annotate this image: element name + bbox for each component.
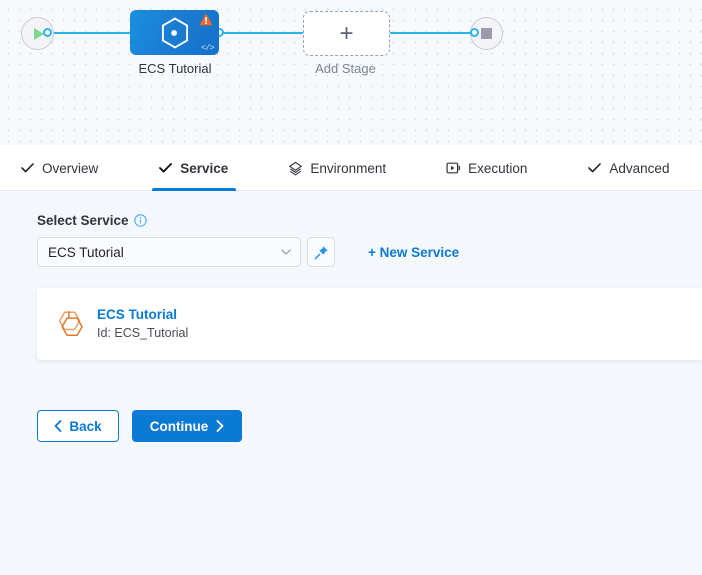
service-hexagon-icon: [161, 17, 188, 48]
pipeline-edge-stage-to-addstage: [219, 32, 303, 34]
stop-icon: [481, 28, 492, 39]
chevron-left-icon: [54, 420, 62, 432]
step-tabs-bar: Overview Service Environment Execution: [0, 146, 702, 191]
play-icon: [34, 27, 44, 40]
service-select-row: ECS Tutorial + New Service: [0, 237, 702, 267]
start-node-output-port[interactable]: [43, 28, 52, 37]
back-button-label: Back: [69, 418, 102, 434]
back-button[interactable]: Back: [37, 410, 119, 442]
stage-node-ecs-tutorial[interactable]: </>: [130, 10, 219, 55]
add-stage-button[interactable]: +: [303, 11, 390, 56]
service-card-text: ECS Tutorial Id: ECS_Tutorial: [97, 306, 188, 341]
stage-node-label: ECS Tutorial: [138, 61, 212, 76]
service-select-value: ECS Tutorial: [48, 244, 124, 260]
tab-execution[interactable]: Execution: [440, 146, 543, 191]
pipeline-edge-start-to-stage: [47, 32, 135, 34]
select-service-label: Select Service: [37, 213, 129, 228]
play-box-icon: [446, 161, 461, 176]
service-card-id: Id: ECS_Tutorial: [97, 325, 189, 340]
pin-button[interactable]: [307, 237, 335, 267]
new-service-link[interactable]: + New Service: [368, 244, 460, 260]
tab-execution-label: Execution: [468, 160, 528, 176]
tab-environment[interactable]: Environment: [282, 146, 402, 191]
check-icon: [587, 161, 602, 176]
pin-icon: [314, 245, 328, 259]
info-icon[interactable]: [133, 214, 147, 227]
service-card-name[interactable]: ECS Tutorial: [97, 307, 178, 323]
layers-icon: [288, 161, 303, 176]
tab-service[interactable]: Service: [152, 146, 244, 191]
chevron-down-icon: [281, 249, 291, 255]
service-step-panel: Select Service ECS Tutorial + New Servic…: [0, 191, 702, 575]
pipeline-edge-addstage-to-end: [388, 32, 474, 34]
warning-triangle-icon[interactable]: [199, 13, 213, 26]
end-node-input-port[interactable]: [470, 28, 479, 37]
tab-advanced[interactable]: Advanced: [581, 146, 685, 191]
continue-button[interactable]: Continue: [132, 410, 242, 442]
add-stage-label: Add Stage: [315, 61, 376, 76]
chevron-right-icon: [216, 420, 224, 432]
code-brackets-icon[interactable]: </>: [201, 44, 214, 53]
tab-overview-label: Overview: [42, 160, 99, 176]
footer-button-row: Back Continue: [37, 410, 242, 442]
continue-button-label: Continue: [149, 418, 209, 434]
tab-advanced-label: Advanced: [609, 160, 670, 176]
tab-service-label: Service: [180, 160, 229, 176]
tab-overview[interactable]: Overview: [14, 146, 114, 191]
select-service-label-row: Select Service: [0, 213, 702, 228]
plus-icon: +: [339, 19, 354, 47]
service-select[interactable]: ECS Tutorial: [37, 237, 301, 267]
check-icon: [158, 161, 173, 176]
check-icon: [20, 161, 35, 176]
service-card[interactable]: ECS Tutorial Id: ECS_Tutorial: [37, 288, 702, 360]
pipeline-canvas[interactable]: </> ECS Tutorial + Add Stage: [0, 0, 702, 146]
tab-environment-label: Environment: [310, 160, 387, 176]
service-hexagon-icon: [58, 311, 83, 337]
